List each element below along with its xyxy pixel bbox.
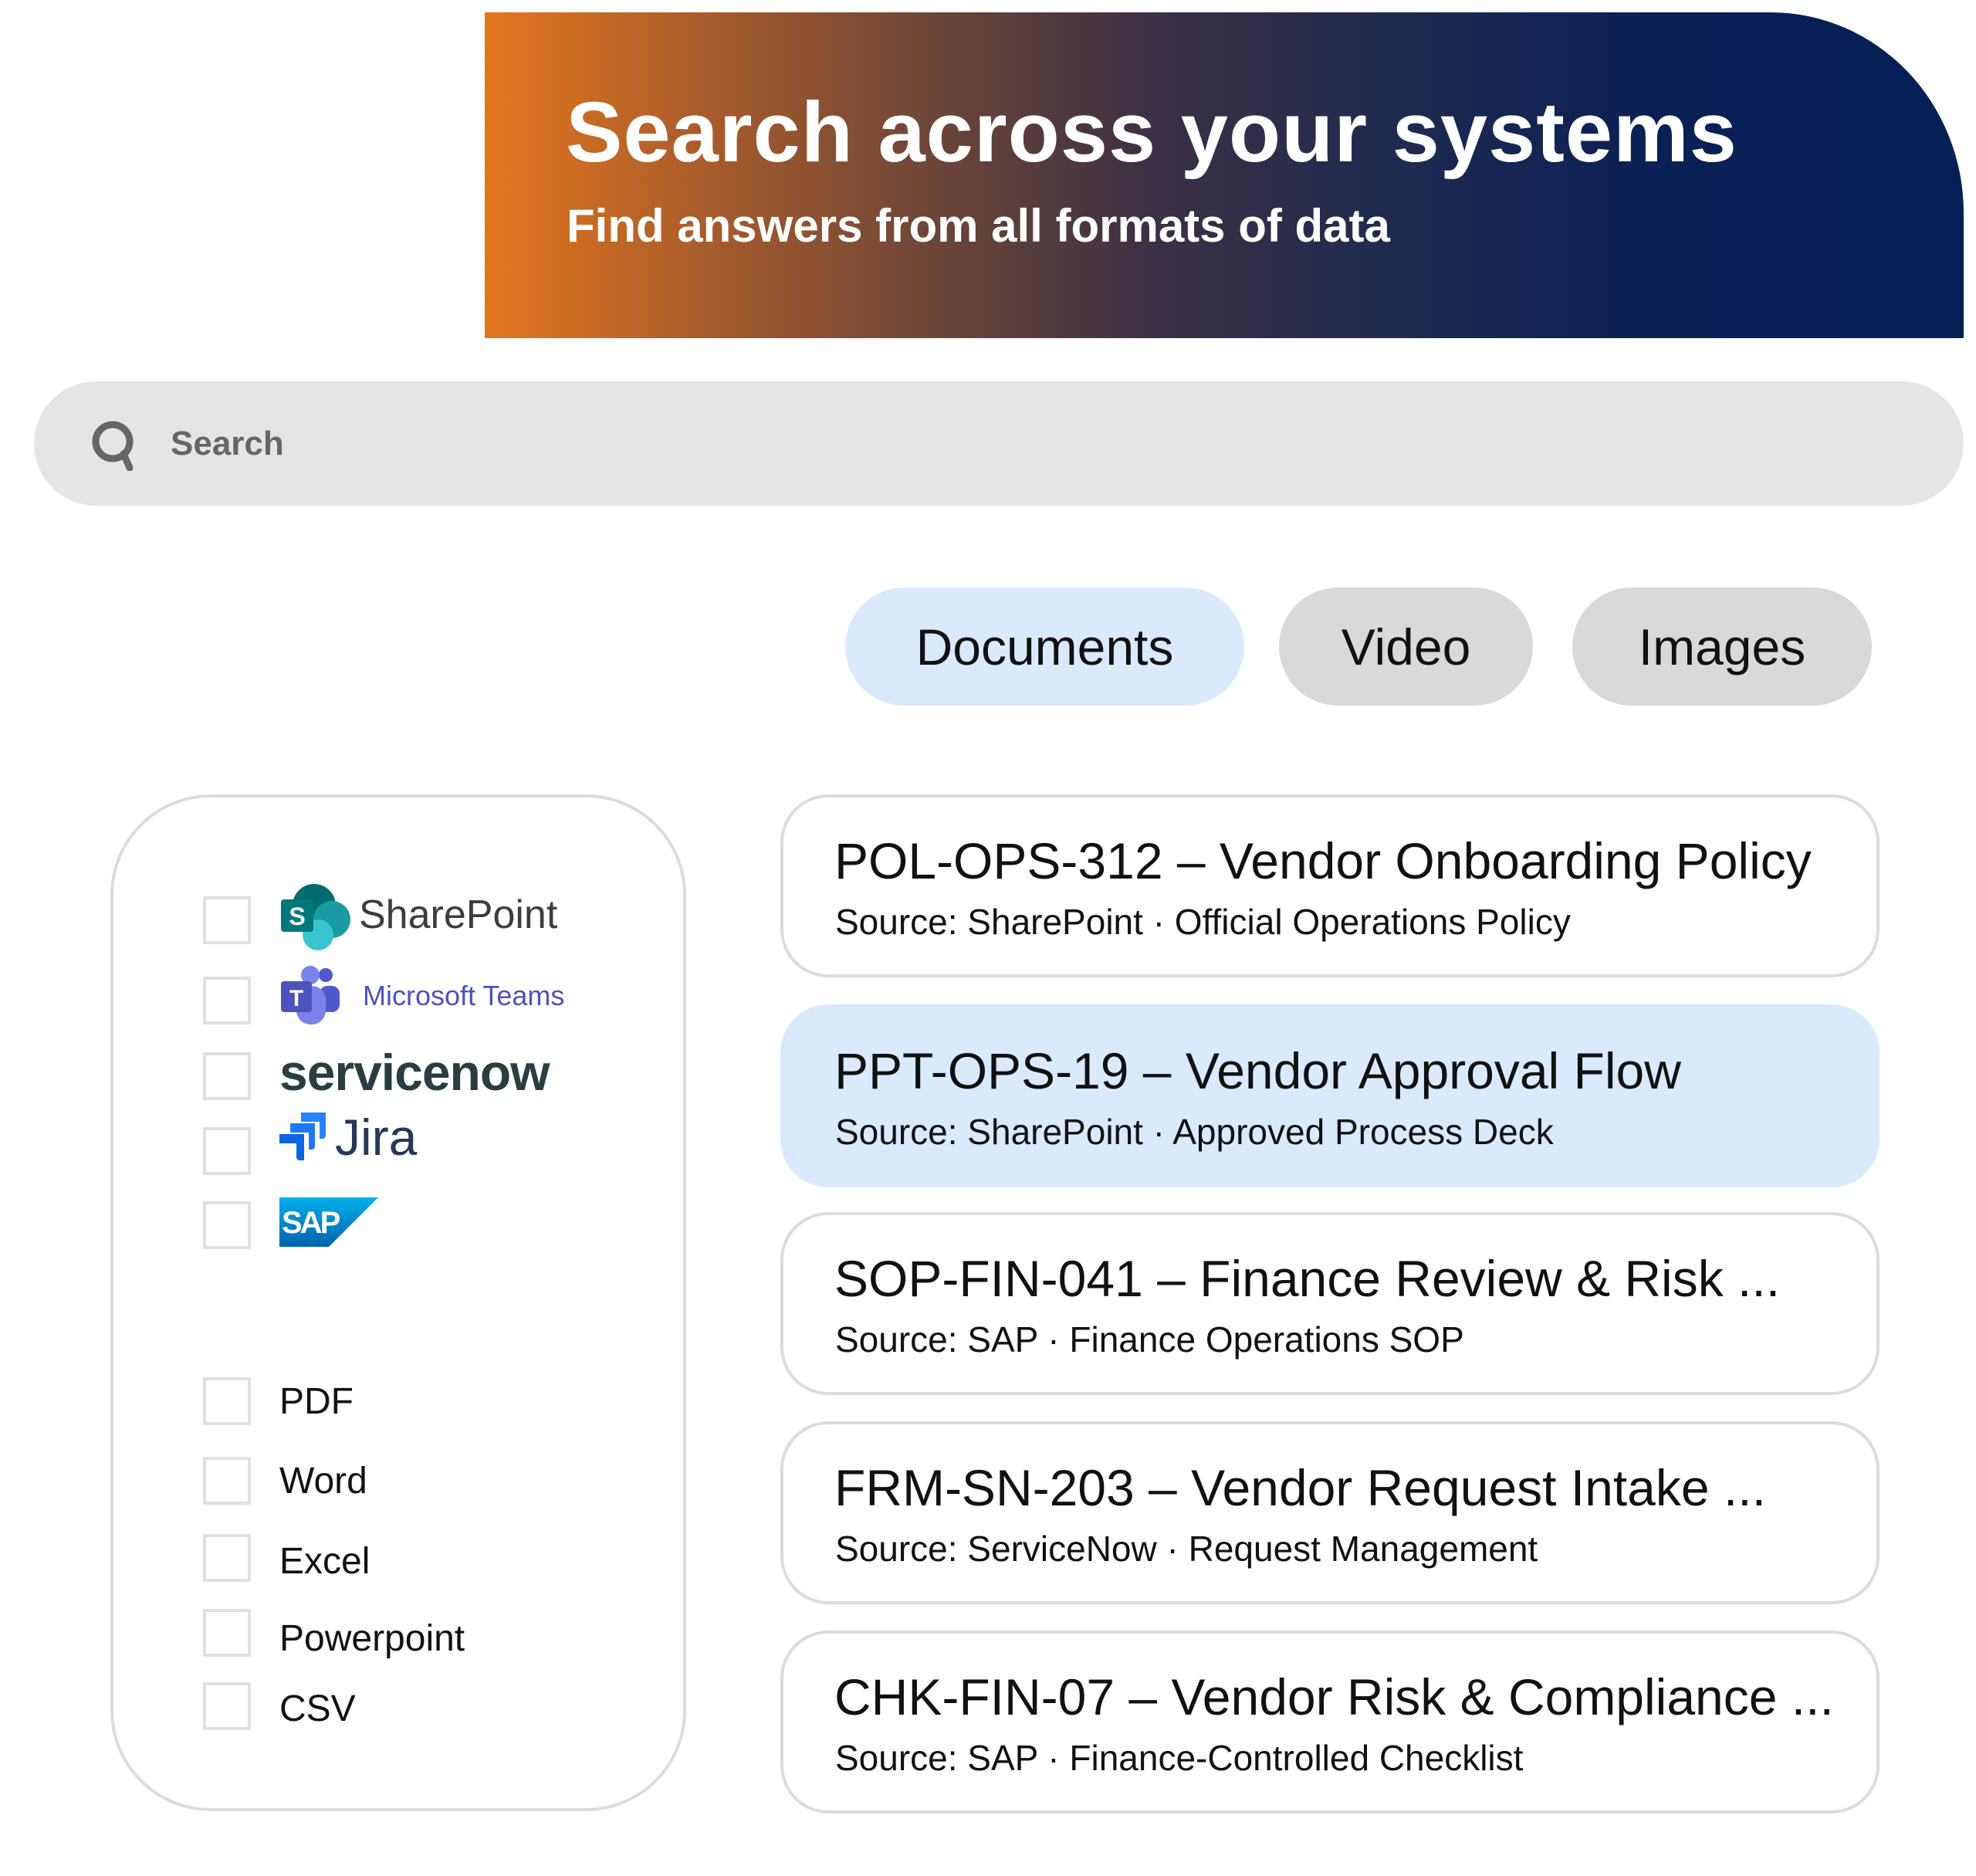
filetype-label-csv: CSV	[279, 1688, 356, 1729]
result-card[interactable]: POL-OPS-312 – Vendor Onboarding Policy S…	[780, 794, 1880, 977]
svg-text:T: T	[289, 986, 303, 1011]
search-bar[interactable]	[34, 381, 1964, 506]
result-card[interactable]: SOP-FIN-041 – Finance Review & Risk ... …	[780, 1212, 1880, 1395]
banner-subtitle: Find answers from all formats of data	[567, 200, 1390, 252]
checkbox-csv[interactable]	[203, 1682, 251, 1730]
tab-documents[interactable]: Documents	[845, 588, 1244, 706]
result-source: Source: SharePoint · Approved Process De…	[835, 1112, 1554, 1152]
sharepoint-logo: S SharePoint	[279, 882, 557, 956]
hero-banner: Search across your systems Find answers …	[485, 12, 1964, 338]
teams-logo: T Microsoft Teams	[279, 966, 564, 1031]
result-title[interactable]: FRM-SN-203 – Vendor Request Intake ...	[834, 1459, 1766, 1516]
checkbox-servicenow[interactable]	[203, 1052, 251, 1100]
sharepoint-label: SharePoint	[359, 892, 558, 937]
result-title[interactable]: CHK-FIN-07 – Vendor Risk & Compliance ..…	[834, 1668, 1834, 1725]
svg-text:S: S	[289, 902, 305, 930]
jira-icon	[279, 1112, 326, 1160]
search-icon	[92, 421, 134, 471]
result-title[interactable]: PPT-OPS-19 – Vendor Approval Flow	[834, 1042, 1681, 1099]
result-source: Source: ServiceNow · Request Management	[835, 1529, 1538, 1569]
result-source: Source: SharePoint · Official Operations…	[835, 902, 1571, 942]
result-title[interactable]: SOP-FIN-041 – Finance Review & Risk ...	[834, 1250, 1781, 1307]
checkbox-teams[interactable]	[203, 977, 251, 1024]
result-card-selected[interactable]: PPT-OPS-19 – Vendor Approval Flow Source…	[780, 1004, 1880, 1187]
servicenow-logo: servicenow	[279, 1044, 550, 1101]
result-title[interactable]: POL-OPS-312 – Vendor Onboarding Policy	[834, 832, 1812, 889]
result-card[interactable]: CHK-FIN-07 – Vendor Risk & Compliance ..…	[780, 1630, 1880, 1813]
checkbox-excel[interactable]	[203, 1534, 251, 1582]
filetype-label-pdf: PDF	[279, 1381, 354, 1422]
jira-label: Jira	[335, 1109, 418, 1166]
checkbox-word[interactable]	[203, 1457, 251, 1505]
tab-video[interactable]: Video	[1279, 588, 1533, 706]
filter-panel: S SharePoint T Microsoft Teams serviceno…	[110, 794, 686, 1811]
jira-logo: Jira	[279, 1109, 417, 1166]
teams-label: Microsoft Teams	[363, 980, 565, 1011]
sap-icon: SAP	[279, 1197, 378, 1247]
svg-text:SAP: SAP	[282, 1206, 340, 1240]
tab-images[interactable]: Images	[1572, 588, 1872, 706]
filetype-label-excel: Excel	[279, 1541, 370, 1582]
teams-icon: T	[281, 966, 340, 1024]
result-source: Source: SAP · Finance Operations SOP	[835, 1319, 1464, 1360]
result-source: Source: SAP · Finance-Controlled Checkli…	[835, 1738, 1524, 1778]
banner-title: Search across your systems	[566, 85, 1737, 180]
checkbox-sharepoint[interactable]	[203, 896, 251, 944]
sap-logo: SAP	[279, 1197, 378, 1251]
filetype-label-word: Word	[279, 1461, 367, 1502]
checkbox-jira[interactable]	[203, 1127, 251, 1175]
filetype-label-powerpoint: Powerpoint	[279, 1618, 465, 1659]
sharepoint-icon: S	[281, 884, 350, 950]
checkbox-pdf[interactable]	[203, 1377, 251, 1425]
search-input[interactable]	[169, 412, 1870, 476]
checkbox-powerpoint[interactable]	[203, 1609, 251, 1657]
result-card[interactable]: FRM-SN-203 – Vendor Request Intake ... S…	[780, 1421, 1880, 1604]
checkbox-sap[interactable]	[203, 1201, 251, 1249]
